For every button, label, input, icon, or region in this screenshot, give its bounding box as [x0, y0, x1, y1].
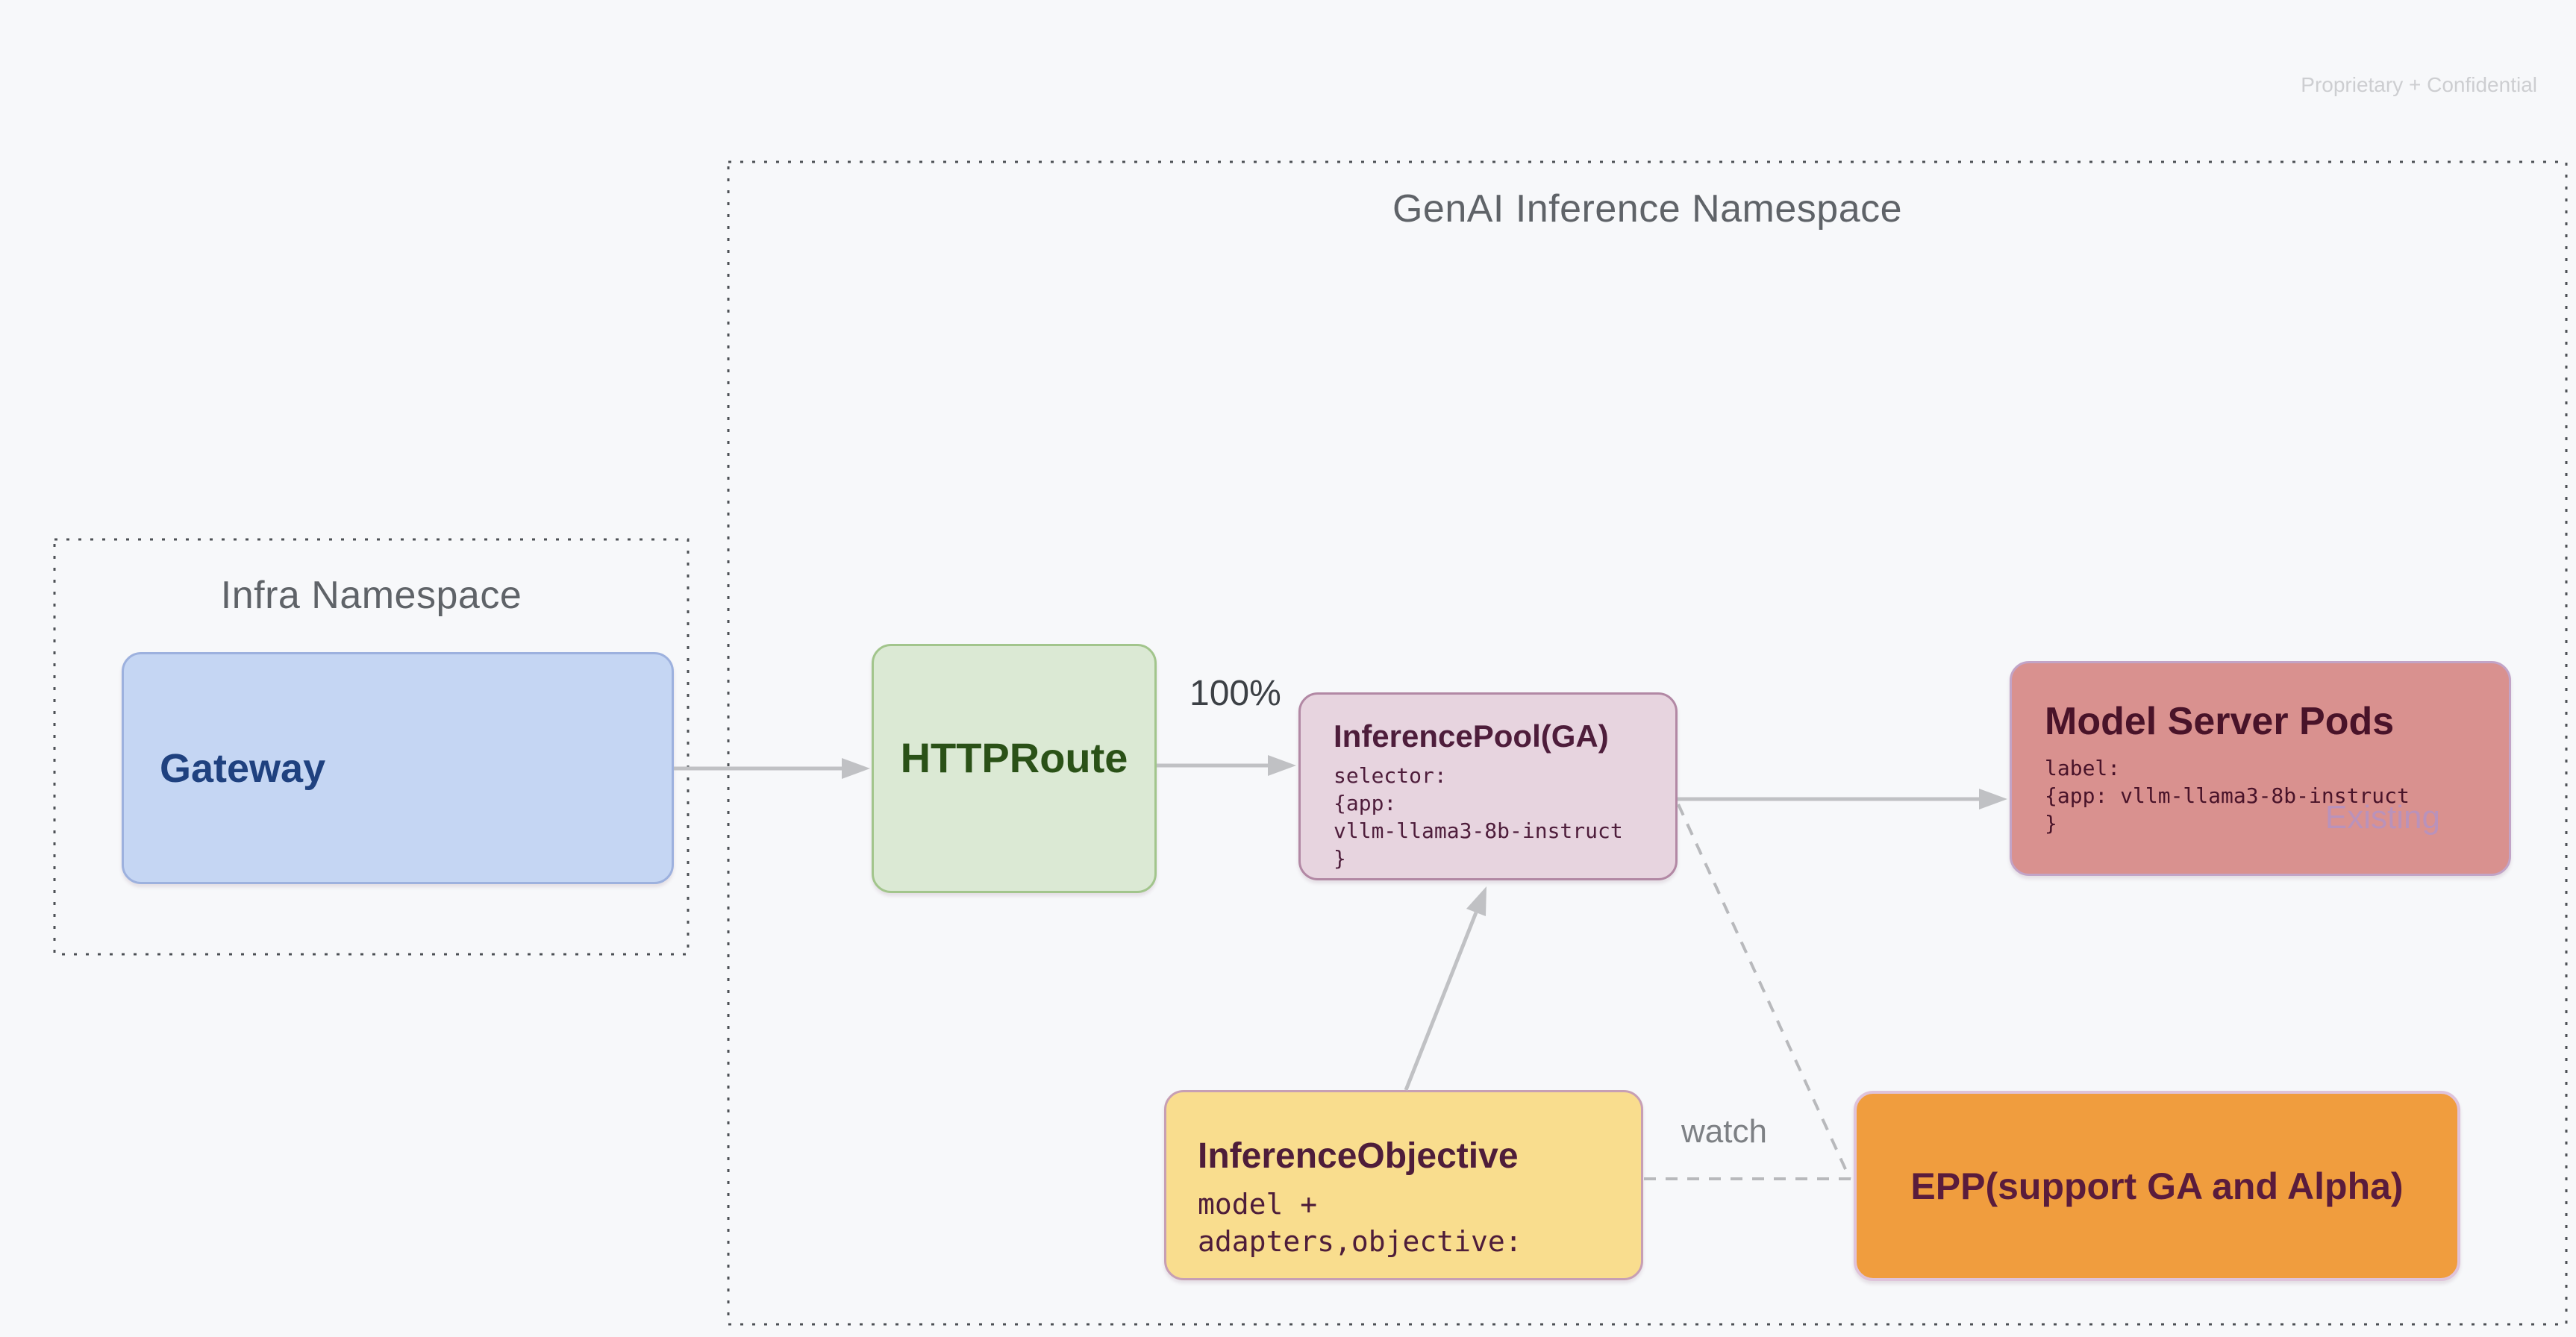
existing-tag: Existing: [2325, 799, 2440, 836]
httproute-label: HTTPRoute: [900, 733, 1128, 781]
inference-pool-title: InferencePool(GA): [1334, 718, 1609, 754]
code-line: selector:: [1334, 763, 1447, 788]
code-line: {app:: [1334, 791, 1397, 815]
inference-objective-node[interactable]: InferenceObjective model + adapters,obje…: [1164, 1090, 1643, 1280]
arrowhead-httproute-pool: [1268, 755, 1296, 776]
gateway-node[interactable]: Gateway: [122, 652, 674, 884]
watch-label: watch: [1681, 1113, 1767, 1150]
inference-objective-code: model + adapters,objective:: [1198, 1186, 1641, 1260]
route-weight-label: 100%: [1189, 674, 1281, 713]
code-line: label:: [2045, 756, 2121, 780]
code-line: model +: [1198, 1188, 1318, 1221]
model-server-pods-title: Model Server Pods: [2045, 700, 2395, 743]
inference-objective-title: InferenceObjective: [1198, 1136, 1519, 1176]
edge-objective-pool: [1404, 912, 1478, 1091]
inference-pool-node[interactable]: InferencePool(GA) selector: {app: vllm-l…: [1298, 692, 1678, 880]
genai-namespace-title: GenAI Inference Namespace: [1392, 187, 1903, 231]
code-line: }: [1334, 846, 1346, 871]
inference-pool-selector-code: selector: {app: vllm-llama3-8b-instruct …: [1334, 762, 1675, 872]
epp-label: EPP(support GA and Alpha): [1910, 1165, 2404, 1207]
gateway-label: Gateway: [160, 745, 326, 791]
model-server-pods-node[interactable]: Model Server Pods label: {app: vllm-llam…: [2010, 661, 2511, 876]
confidentiality-watermark: Proprietary + Confidential: [2301, 73, 2537, 96]
code-line: vllm-llama3-8b-instruct: [1334, 818, 1623, 843]
infra-namespace-title: Infra Namespace: [220, 574, 522, 617]
arrowhead-objective-pool: [1466, 886, 1486, 916]
httproute-node[interactable]: HTTPRoute: [872, 644, 1157, 893]
code-line: adapters,objective:: [1198, 1225, 1522, 1258]
arrowhead-pool-modelserverpods: [1979, 789, 2007, 810]
arrowhead-gateway-httproute: [842, 758, 870, 779]
epp-node[interactable]: EPP(support GA and Alpha): [1854, 1091, 2460, 1281]
